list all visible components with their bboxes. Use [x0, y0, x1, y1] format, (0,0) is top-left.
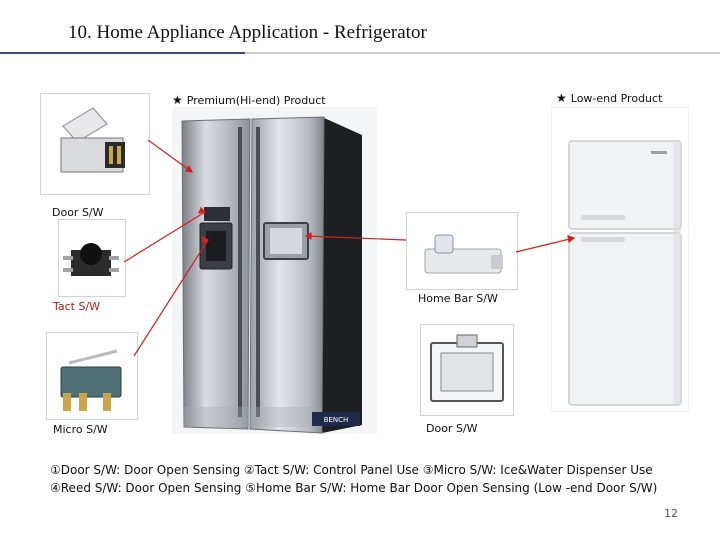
door-switch-label: Door S/W: [52, 206, 104, 219]
brand-logo: BENCH: [324, 416, 349, 424]
notes-line-2: ④Reed S/W: Door Open Sensing ⑤Home Bar S…: [50, 481, 658, 495]
micro-switch-label: Micro S/W: [53, 423, 108, 436]
slide-title: 10. Home Appliance Application - Refrige…: [68, 22, 427, 43]
home-bar-switch-label: Home Bar S/W: [418, 292, 498, 305]
page-number: 12: [664, 507, 678, 520]
door-switch-right-image: [420, 324, 514, 416]
title-divider: [0, 52, 720, 54]
premium-refrigerator-image: BENCH: [172, 107, 377, 434]
door-switch-right-label: Door S/W: [426, 422, 478, 435]
tact-switch-label: Tact S/W: [53, 300, 101, 313]
lowend-refrigerator-image: [551, 107, 689, 412]
door-switch-image: [40, 93, 150, 195]
notes-line-1: ①Door S/W: Door Open Sensing ②Tact S/W: …: [50, 463, 653, 477]
premium-product-label: ★Premium(Hi-end) Product: [172, 93, 326, 107]
title-divider-accent: [0, 52, 245, 54]
tact-switch-image: [58, 219, 126, 297]
micro-switch-image: [46, 332, 138, 420]
star-icon: ★: [172, 93, 183, 107]
lowend-product-label: ★Low-end Product: [556, 91, 663, 105]
star-icon: ★: [556, 91, 567, 105]
home-bar-switch-image: [406, 212, 518, 290]
